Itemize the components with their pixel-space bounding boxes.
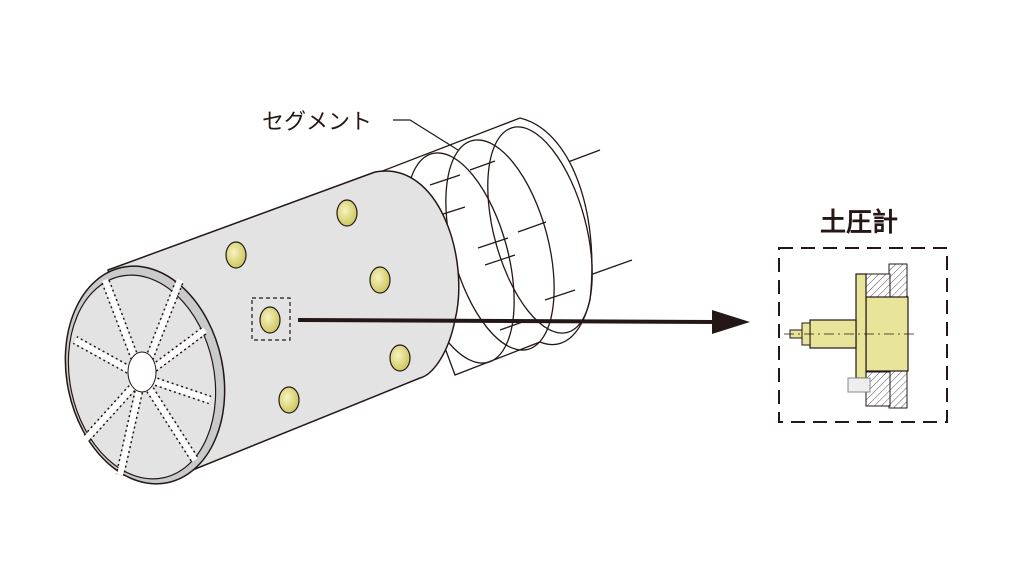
gauge-port	[336, 199, 358, 227]
earth-pressure-gauges	[225, 199, 411, 414]
gauge-port	[369, 266, 391, 294]
earth-pressure-gauge-label: 土圧計	[820, 208, 899, 238]
segment-leader-line	[393, 119, 459, 151]
arrow	[297, 310, 750, 334]
gauge-port	[278, 386, 300, 414]
segment-label: セグメント	[262, 110, 373, 135]
gauge-port	[389, 344, 411, 372]
highlight-box	[251, 297, 291, 341]
gauge-detail	[778, 247, 948, 423]
gauge-port	[225, 241, 247, 269]
gauge-port	[259, 306, 281, 334]
cutter-head	[64, 265, 226, 485]
